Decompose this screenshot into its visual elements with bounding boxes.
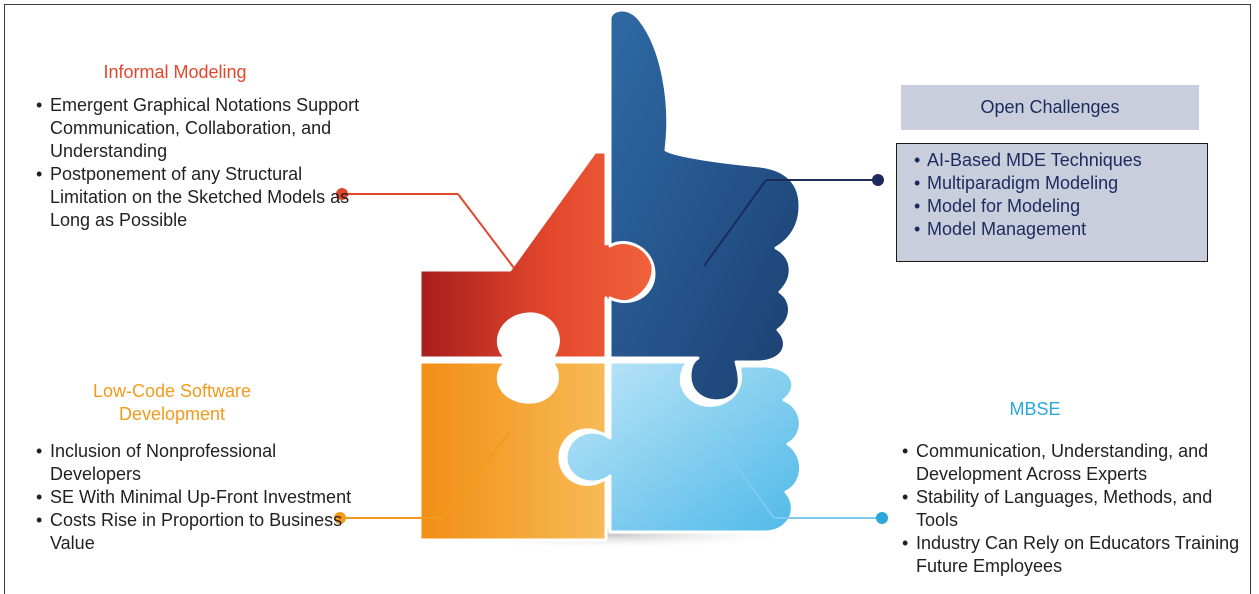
low-code-heading: Low-Code Software Development — [92, 381, 252, 424]
list-item: Costs Rise in Proportion to Business Val… — [36, 509, 356, 555]
open-challenges-list: AI-Based MDE Techniques Multiparadigm Mo… — [914, 149, 1204, 241]
list-item: Model Management — [914, 218, 1204, 241]
list-item: Emergent Graphical Notations Support Com… — [36, 94, 366, 163]
open-challenges-heading: Open Challenges — [980, 97, 1120, 117]
list-item: Industry Can Rely on Educators Training … — [902, 532, 1242, 578]
list-item: SE With Minimal Up-Front Investment — [36, 486, 356, 509]
connector-mbse — [711, 431, 888, 524]
list-item: Model for Modeling — [914, 195, 1204, 218]
list-item: Postponement of any Structural Limitatio… — [36, 163, 366, 232]
puzzle-piece-light-blue — [564, 360, 802, 534]
list-item: Multiparadigm Modeling — [914, 172, 1204, 195]
list-item: Inclusion of Nonprofessional Developers — [36, 440, 356, 486]
list-item: Communication, Understanding, and Develo… — [902, 440, 1242, 486]
mbse-heading: MBSE — [1009, 399, 1061, 419]
informal-modeling-list: Emergent Graphical Notations Support Com… — [36, 94, 366, 232]
informal-modeling-heading: Informal Modeling — [103, 62, 247, 82]
open-challenges-list-box: AI-Based MDE Techniques Multiparadigm Mo… — [896, 143, 1208, 262]
open-challenges-heading-box: Open Challenges — [901, 85, 1199, 130]
mbse-list: Communication, Understanding, and Develo… — [902, 440, 1242, 578]
connector-open-challenges — [703, 174, 884, 267]
list-item: Stability of Languages, Methods, and Too… — [902, 486, 1242, 532]
low-code-list: Inclusion of Nonprofessional Developers … — [36, 440, 356, 555]
puzzle-piece-blue — [608, 8, 802, 403]
list-item: AI-Based MDE Techniques — [914, 149, 1204, 172]
figure-frame — [4, 4, 1251, 594]
